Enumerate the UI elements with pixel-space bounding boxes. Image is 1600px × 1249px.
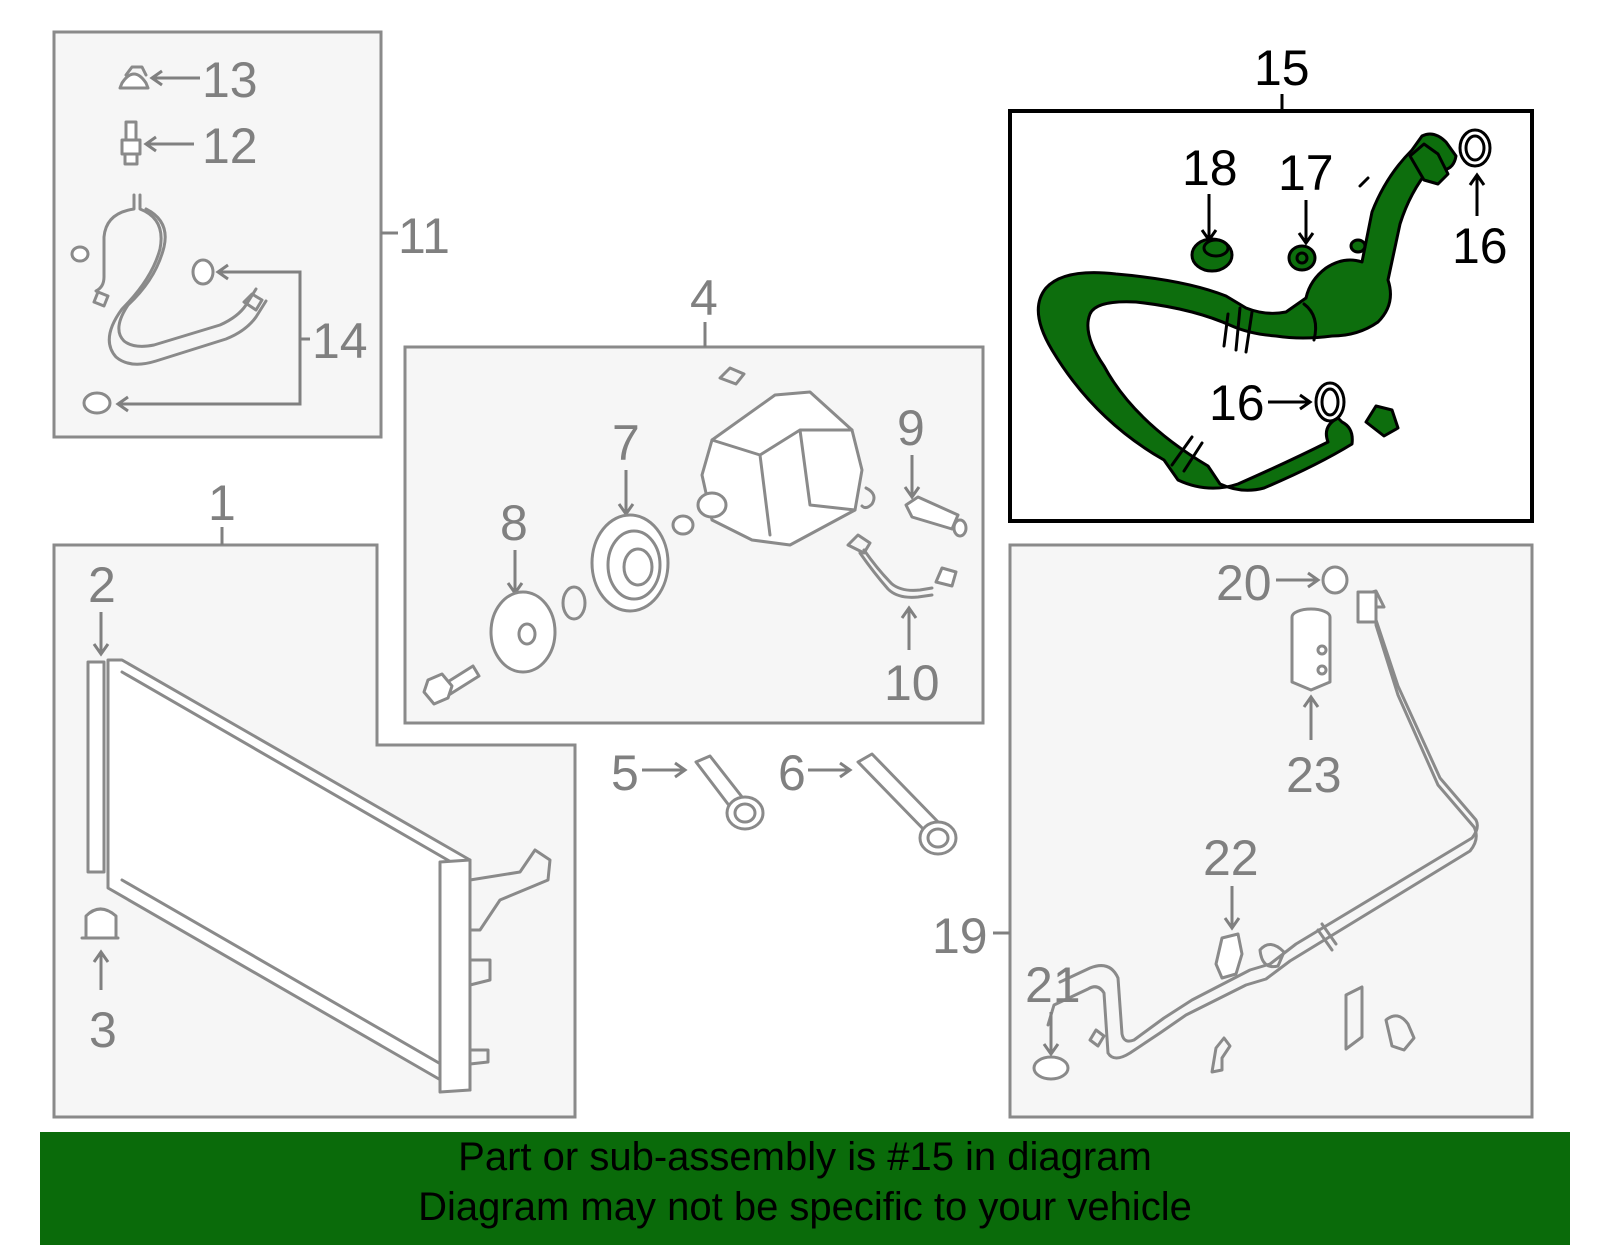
callout-2[interactable]: 2 <box>88 557 116 613</box>
part-15-discharge-hose[interactable] <box>1036 132 1458 492</box>
part-14-o-ring-bottom[interactable] <box>82 391 112 415</box>
part-18-cap[interactable] <box>1190 237 1234 273</box>
callout-3[interactable]: 3 <box>89 1002 117 1058</box>
callout-23[interactable]: 23 <box>1286 747 1342 803</box>
part-5-bolt[interactable] <box>694 754 765 831</box>
arrow-6 <box>808 761 853 779</box>
part-14-o-ring-top[interactable] <box>191 258 215 286</box>
callout-19[interactable]: 19 <box>932 908 988 964</box>
callout-5[interactable]: 5 <box>611 745 639 801</box>
part-21-o-ring[interactable] <box>1032 1055 1070 1081</box>
arrow-23 <box>1302 694 1320 740</box>
arrow-22 <box>1223 886 1241 931</box>
callout-4[interactable]: 4 <box>690 270 718 326</box>
part-9-switch[interactable] <box>904 495 968 538</box>
part-20-o-ring[interactable] <box>1321 565 1349 595</box>
part-small-valve[interactable] <box>1349 238 1367 254</box>
part-17-valve-core[interactable] <box>1287 244 1317 272</box>
part-10-harness[interactable] <box>846 533 958 599</box>
part-4-compressor[interactable] <box>696 366 864 547</box>
part-7-clutch[interactable] <box>590 513 670 613</box>
callout-22[interactable]: 22 <box>1203 830 1259 886</box>
part-22-cap[interactable] <box>1214 932 1244 980</box>
callout-6[interactable]: 6 <box>778 745 806 801</box>
callout-1[interactable]: 1 <box>208 475 236 531</box>
callout-13[interactable]: 13 <box>202 52 258 108</box>
part-3-bracket[interactable] <box>80 907 120 940</box>
leader-14 <box>115 263 310 413</box>
arrow-20 <box>1276 571 1321 589</box>
part-16-o-ring-bottom[interactable] <box>1314 381 1346 423</box>
callout-18[interactable]: 18 <box>1182 140 1238 196</box>
callout-14[interactable]: 14 <box>312 313 368 369</box>
callout-11[interactable]: 11 <box>398 208 450 264</box>
callout-16-bottom[interactable]: 16 <box>1209 375 1265 431</box>
callout-15[interactable]: 15 <box>1254 40 1310 96</box>
part-snap-ring[interactable] <box>561 585 587 621</box>
box-19-liquid-line <box>1008 543 1534 1119</box>
arrow-17 <box>1297 200 1315 246</box>
arrow-10 <box>900 605 918 650</box>
arrow-16-bottom <box>1268 393 1313 411</box>
banner-line-2: Diagram may not be specific to your vehi… <box>418 1185 1192 1229</box>
arrow-3 <box>92 949 110 990</box>
arrow-16-top <box>1468 172 1486 216</box>
callout-17[interactable]: 17 <box>1278 145 1334 201</box>
callout-7[interactable]: 7 <box>612 415 640 471</box>
arrow-21 <box>1042 1012 1060 1057</box>
notice-banner: Part or sub-assembly is #15 in diagram D… <box>40 1132 1570 1245</box>
part-16-o-ring-top[interactable] <box>1458 128 1492 168</box>
part-11-hose[interactable] <box>70 193 268 366</box>
callout-21[interactable]: 21 <box>1025 957 1081 1013</box>
part-clutch-shim[interactable] <box>671 514 695 536</box>
callout-10[interactable]: 10 <box>884 655 940 711</box>
part-bolt[interactable] <box>422 664 481 706</box>
part-23-expansion-valve[interactable] <box>1290 607 1332 692</box>
part-6-bolt[interactable] <box>856 752 958 856</box>
callout-20[interactable]: 20 <box>1216 555 1272 611</box>
arrow-9 <box>903 455 921 500</box>
part-12-sensor[interactable] <box>120 120 142 166</box>
part-1-condenser[interactable] <box>86 658 552 1094</box>
callout-8[interactable]: 8 <box>500 495 528 551</box>
part-small-clip[interactable] <box>860 486 876 510</box>
arrow-12 <box>143 135 194 153</box>
callout-9[interactable]: 9 <box>897 400 925 456</box>
arrow-5 <box>642 761 688 779</box>
part-13-cap[interactable] <box>118 65 150 90</box>
box-11-hoses <box>52 30 383 439</box>
arrow-2 <box>92 612 110 657</box>
callout-16-top[interactable]: 16 <box>1452 218 1508 274</box>
arrow-13 <box>149 69 200 87</box>
part-19-liquid-line[interactable] <box>1046 589 1479 1074</box>
banner-line-1: Part or sub-assembly is #15 in diagram <box>458 1135 1152 1179</box>
callout-12[interactable]: 12 <box>202 118 258 174</box>
part-8-pulley[interactable] <box>489 590 557 674</box>
